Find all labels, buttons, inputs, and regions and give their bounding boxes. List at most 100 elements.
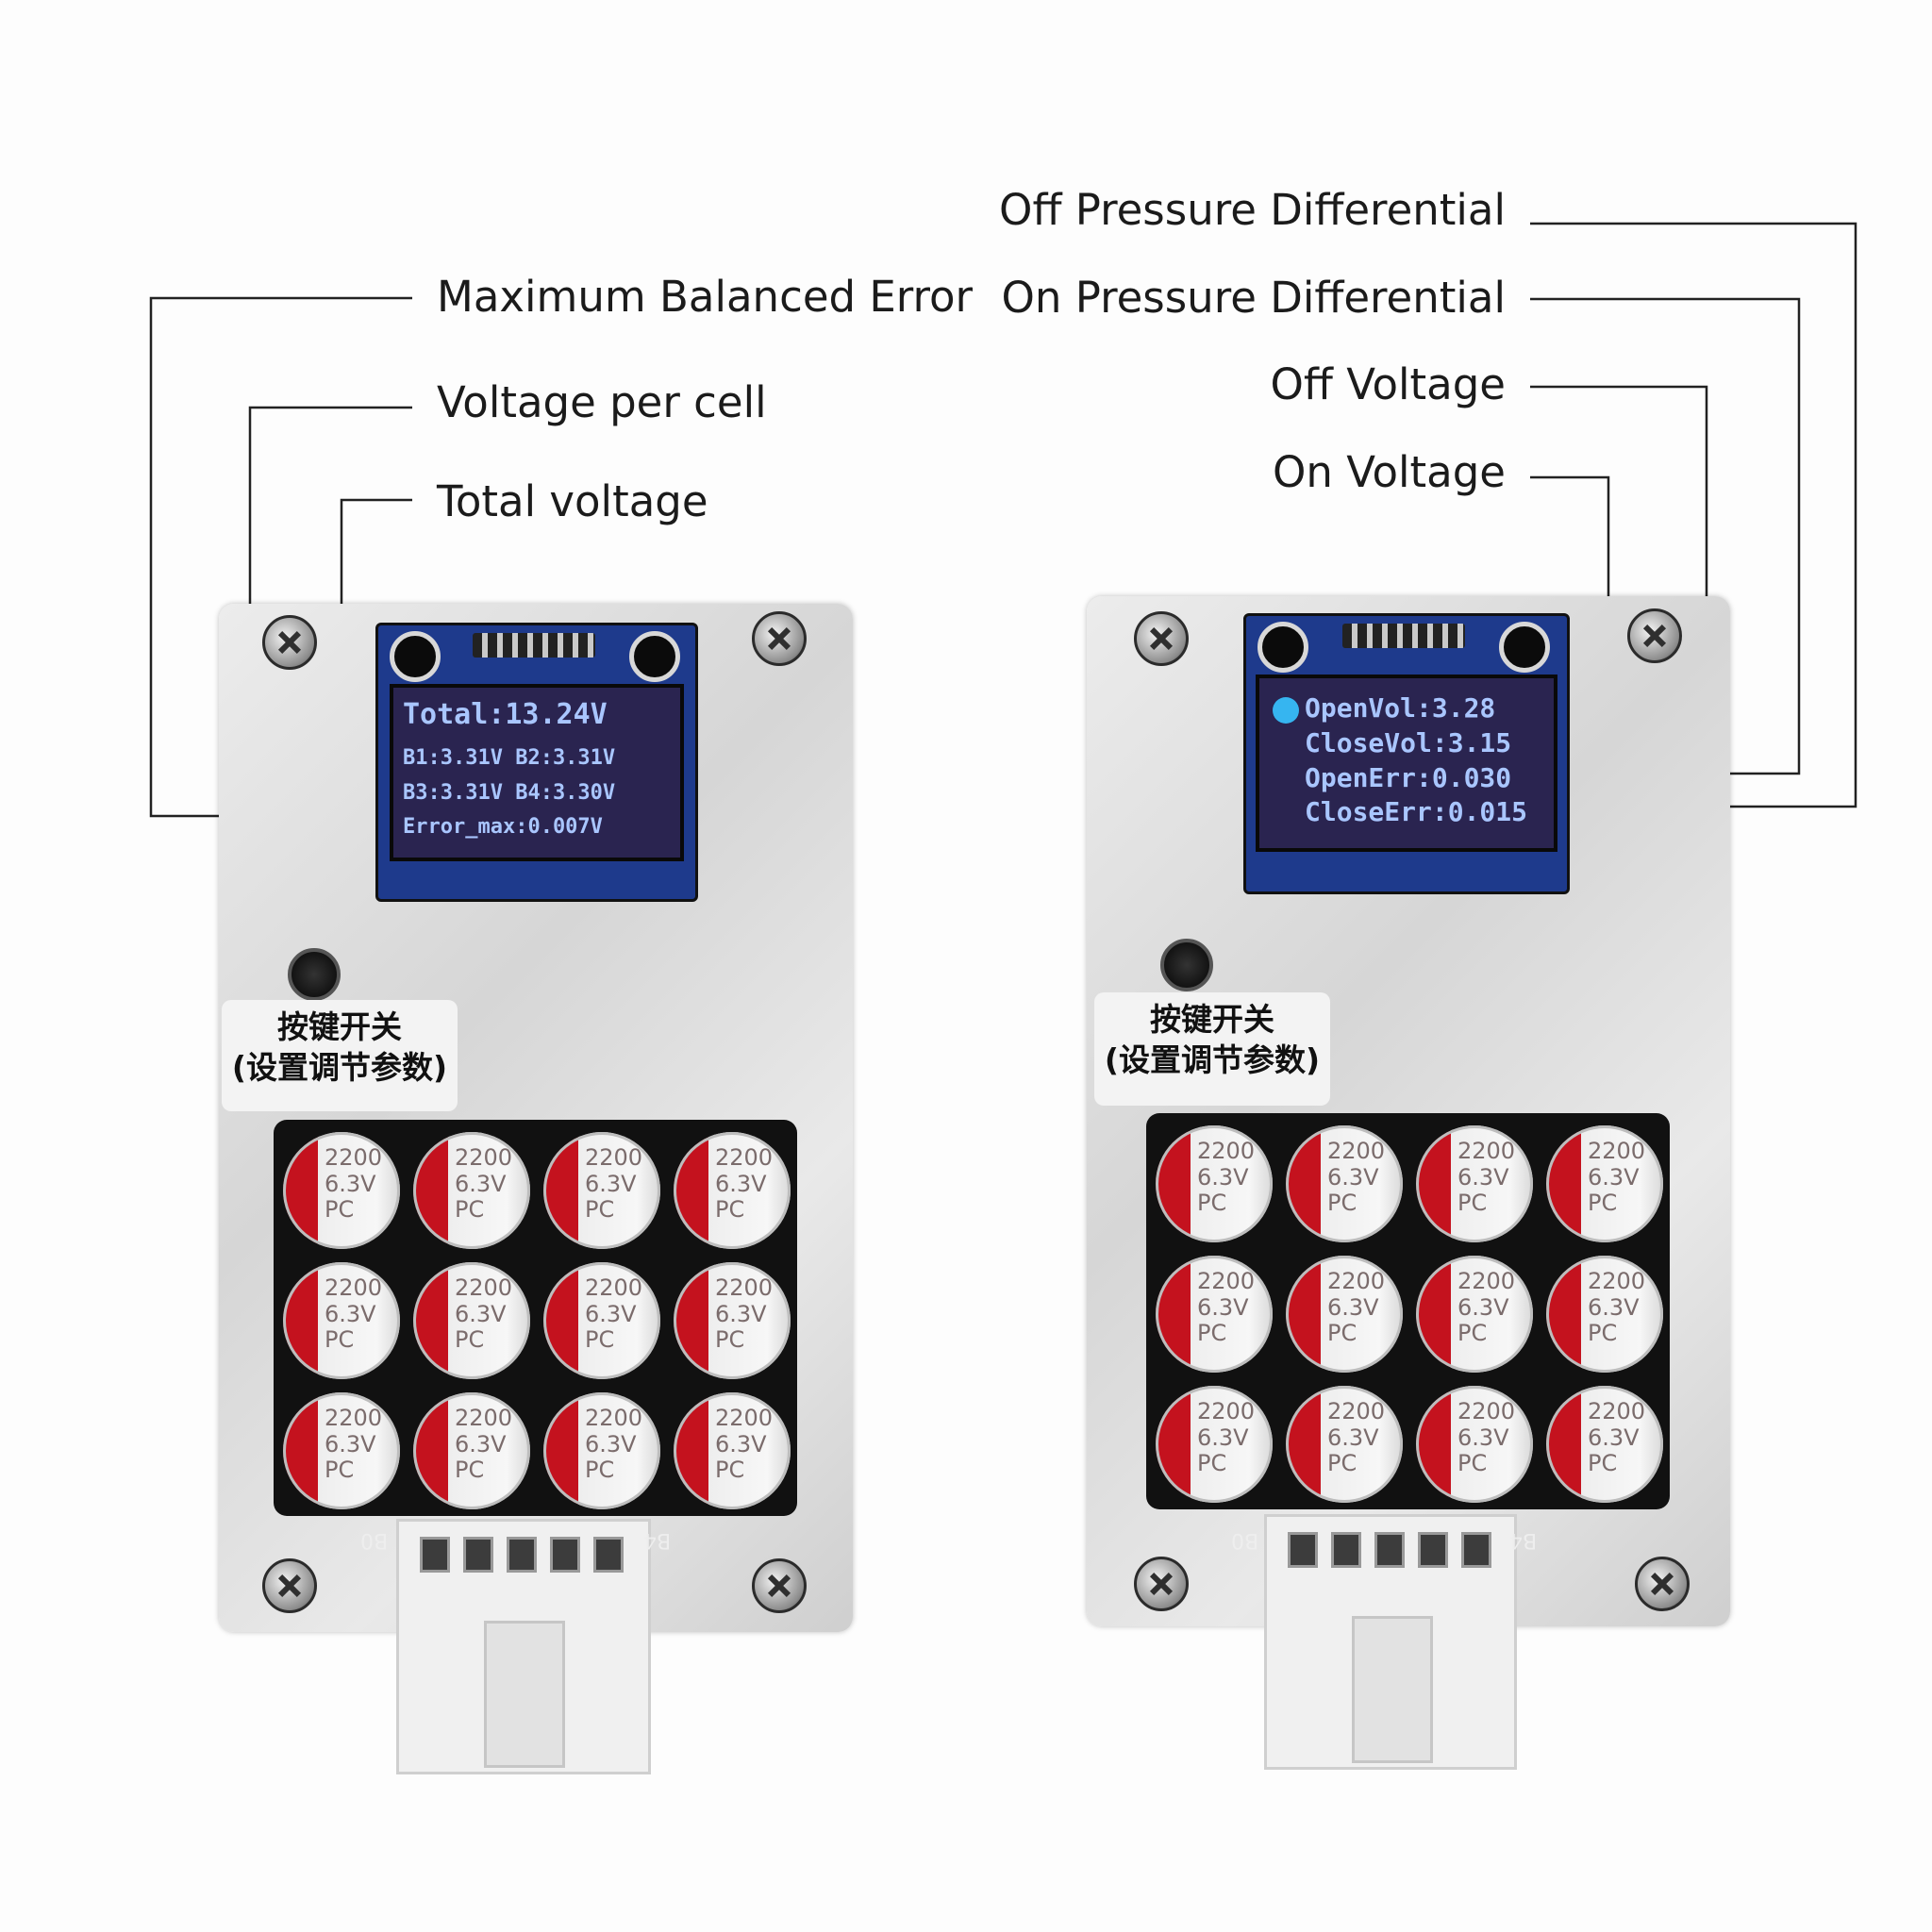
capacitor-voltage: 6.3V [1197, 1293, 1249, 1321]
capacitor-series: PC [1457, 1190, 1488, 1217]
capacitor-voltage: 6.3V [1457, 1424, 1509, 1451]
capacitor-series: PC [585, 1196, 615, 1224]
capacitor-value: 2200 [585, 1144, 643, 1171]
connector-pin [507, 1537, 537, 1573]
capacitor-voltage: 6.3V [1197, 1424, 1249, 1451]
capacitor-value: 2200 [325, 1144, 383, 1171]
label-voltage-per-cell: Voltage per cell [437, 377, 767, 427]
oled-open-vol: OpenVol:3.28 [1305, 692, 1496, 724]
capacitor-value: 2200 [715, 1274, 774, 1301]
silk-b0: B0 [360, 1528, 389, 1552]
right-balance-connector[interactable] [1264, 1514, 1517, 1770]
sticker-line-1: 按键开关 [1150, 1001, 1274, 1038]
mount-hole [629, 631, 680, 682]
capacitor-voltage: 6.3V [1327, 1424, 1379, 1451]
connector-latch [484, 1621, 565, 1768]
capacitor-voltage: 6.3V [455, 1300, 507, 1327]
screw-icon [1134, 1557, 1189, 1611]
capacitor-value: 2200 [715, 1405, 774, 1431]
left-balance-connector[interactable] [396, 1519, 651, 1774]
capacitor-voltage: 6.3V [1588, 1163, 1640, 1191]
screw-icon [752, 1558, 807, 1613]
capacitor-series: PC [1588, 1450, 1618, 1477]
capacitor-value: 2200 [1327, 1398, 1386, 1424]
capacitor-series: PC [325, 1326, 355, 1354]
capacitor-series: PC [455, 1326, 485, 1354]
capacitor-value: 2200 [1457, 1138, 1516, 1164]
sticker-line-1: 按键开关 [277, 1008, 402, 1045]
capacitor-series: PC [455, 1196, 485, 1224]
capacitor-voltage: 6.3V [585, 1170, 637, 1197]
connector-pin [463, 1537, 493, 1573]
capacitor-value: 2200 [1588, 1138, 1646, 1164]
capacitor-voltage: 6.3V [1197, 1163, 1249, 1191]
capacitor-value: 2200 [1197, 1138, 1256, 1164]
capacitor-series: PC [325, 1457, 355, 1484]
oled-cells-row-2: B3:3.31V B4:3.30V [403, 781, 616, 805]
connector-latch [1352, 1616, 1433, 1763]
screw-icon [752, 611, 807, 666]
connector-pin [1461, 1532, 1491, 1568]
capacitor-series: PC [715, 1326, 745, 1354]
capacitor-voltage: 6.3V [715, 1430, 767, 1457]
selection-dot-icon [1273, 697, 1299, 724]
capacitor-voltage: 6.3V [1327, 1293, 1379, 1321]
capacitor-series: PC [715, 1457, 745, 1484]
screw-icon [1627, 608, 1682, 663]
capacitor-series: PC [325, 1196, 355, 1224]
capacitor-value: 2200 [715, 1144, 774, 1171]
label-on-voltage: On Voltage [1272, 447, 1506, 497]
capacitor-voltage: 6.3V [1457, 1293, 1509, 1321]
capacitor-value: 2200 [1197, 1268, 1256, 1294]
capacitor-value: 2200 [585, 1405, 643, 1431]
oled-open-err: OpenErr:0.030 [1305, 762, 1512, 793]
right-oled-module: OpenVol:3.28 CloseVol:3.15 OpenErr:0.030… [1243, 613, 1570, 894]
header-pins [473, 633, 595, 658]
capacitor-voltage: 6.3V [325, 1430, 376, 1457]
key-switch-button[interactable] [1160, 939, 1213, 991]
left-oled-module: Total:13.24V B1:3.31V B2:3.31V B3:3.31V … [375, 623, 698, 902]
capacitor-series: PC [715, 1196, 745, 1224]
capacitor-series: PC [1197, 1320, 1227, 1347]
capacitor-value: 2200 [455, 1405, 513, 1431]
screw-icon [1134, 611, 1189, 666]
sticker-line-2: (设置调节参数) [231, 1048, 448, 1086]
mount-hole [1257, 622, 1308, 673]
capacitor-value: 2200 [1457, 1268, 1516, 1294]
connector-pin [550, 1537, 580, 1573]
oled-cells-row-1: B1:3.31V B2:3.31V [403, 746, 616, 770]
left-oled-screen: Total:13.24V B1:3.31V B2:3.31V B3:3.31V … [390, 684, 684, 861]
capacitor-value: 2200 [585, 1274, 643, 1301]
capacitor-voltage: 6.3V [325, 1300, 376, 1327]
key-switch-button[interactable] [288, 948, 341, 1001]
label-off-voltage: Off Voltage [1270, 359, 1506, 409]
silk-b4: B4 [643, 1528, 672, 1552]
oled-error-max: Error_max:0.007V [403, 815, 603, 839]
capacitor-voltage: 6.3V [455, 1430, 507, 1457]
connector-pin [1374, 1532, 1405, 1568]
capacitor-voltage: 6.3V [1327, 1163, 1379, 1191]
capacitor-voltage: 6.3V [325, 1170, 376, 1197]
capacitor-voltage: 6.3V [715, 1170, 767, 1197]
silk-b0: B0 [1231, 1528, 1259, 1552]
